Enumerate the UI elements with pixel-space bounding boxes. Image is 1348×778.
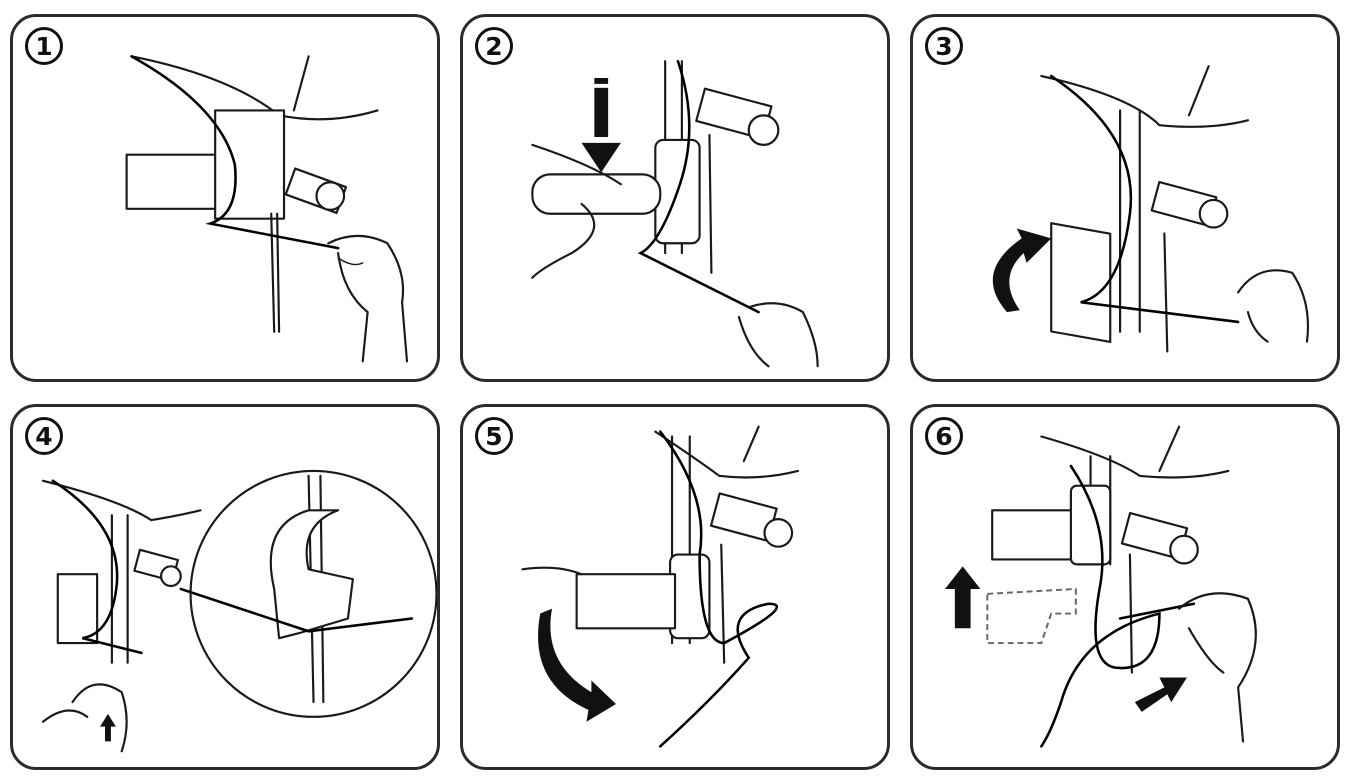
right-arrow-icon	[1134, 677, 1187, 712]
curved-arrow-icon	[538, 608, 616, 722]
step-panel-1: 1	[10, 14, 440, 382]
step-number-badge: 2	[475, 27, 513, 65]
curved-arrow-icon	[992, 228, 1052, 313]
step-3-illustration	[992, 65, 1310, 353]
step-number-badge: 1	[25, 27, 63, 65]
step-5-illustration	[521, 425, 800, 748]
step-number-badge: 4	[25, 417, 63, 455]
step-panel-6: 6	[910, 404, 1340, 770]
step-6-illustration	[945, 425, 1257, 748]
step-panel-5: 5	[460, 404, 890, 770]
step-number-badge: 5	[475, 417, 513, 455]
step-4-illustration	[41, 469, 437, 753]
up-arrow-icon	[945, 566, 981, 629]
step-number-badge: 6	[925, 417, 963, 455]
step-panel-4: 4	[10, 404, 440, 770]
step-number-badge: 3	[925, 27, 963, 65]
step-panel-3: 3	[910, 14, 1340, 382]
step-1-illustration	[125, 55, 409, 363]
down-arrow-icon	[594, 87, 609, 138]
up-arrow-icon	[100, 713, 116, 742]
step-2-illustration	[531, 59, 819, 368]
dashed-presser-foot-outline	[986, 587, 1077, 645]
step-panel-2: 2	[460, 14, 890, 382]
